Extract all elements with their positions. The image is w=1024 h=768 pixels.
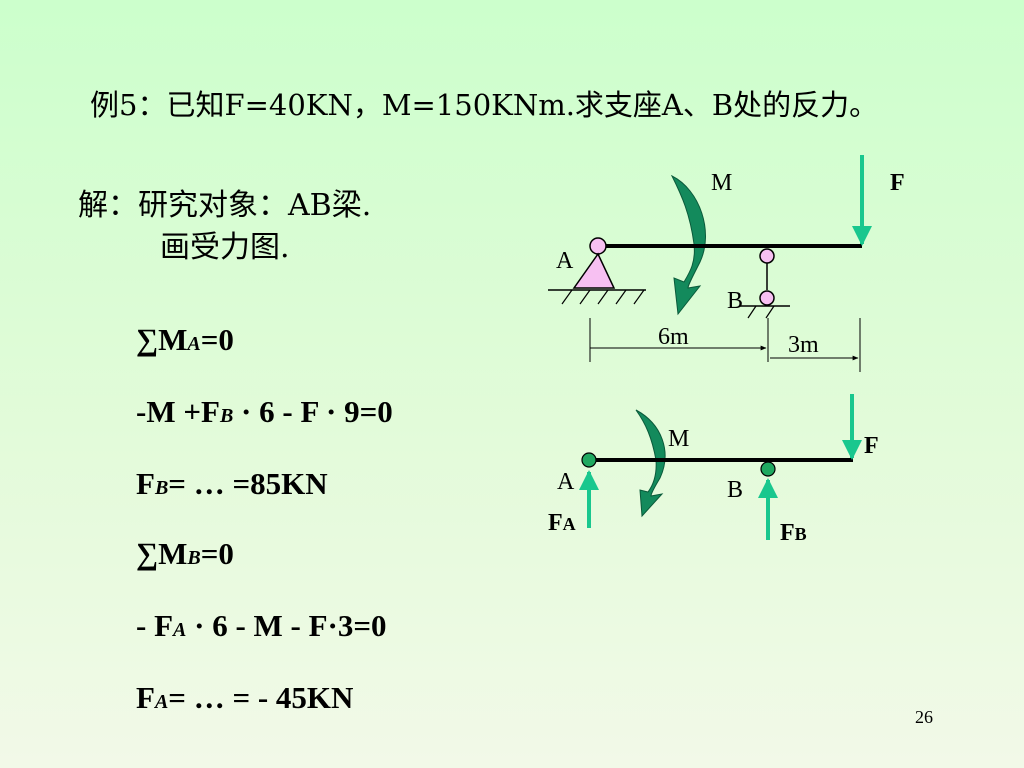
top-diagram: M F A B 6m [548,155,905,372]
equation-6: FA= … = - 45KN [136,680,354,715]
bottom-hinge-A [581,452,597,468]
top-label-F: F [890,170,905,196]
top-moment-arrow [670,174,706,316]
top-hinge-B-lower [759,290,775,306]
equation-5: - FA · 6 - M - F·3=0 [136,608,387,643]
bottom-label-A: A [557,469,575,495]
bottom-label-FA: FA [548,510,576,536]
top-ground-B-hatch [747,305,775,319]
equation-4: ∑MB=0 [136,536,234,571]
solution-line-2: 画受力图. [160,230,290,265]
equation-1: ∑MA=0 [136,322,234,357]
slide-title: 例5：已知F=40KN，M=150KNm.求支座A、B处的反力。 [90,88,879,122]
top-hinge-B-upper [759,248,775,264]
page-number: 26 [915,707,933,727]
top-label-B: B [727,288,743,314]
bottom-label-FB: FB [780,520,807,546]
bottom-diagram: M F A FA B FB [548,394,879,546]
solution-text: 解：研究对象：AB梁. 画受力图. [78,185,371,269]
top-dim-6m: 6m [658,324,689,350]
top-label-A: A [556,248,574,274]
bottom-moment-arrow [635,409,666,518]
top-support-A-triangle [572,252,616,289]
equation-3: FB= … =85KN [136,466,328,501]
top-label-M: M [711,170,732,196]
bottom-label-B: B [727,477,743,503]
top-hinge-A [589,237,607,255]
top-ground-A-hatch [561,289,645,305]
bottom-hinge-B [760,461,776,477]
bottom-label-M: M [668,426,689,452]
equation-2: -M +FB · 6 - F · 9=0 [136,394,393,429]
solution-line-1: 解：研究对象：AB梁. [78,188,372,223]
bottom-label-F: F [864,433,879,459]
top-dim-3m: 3m [788,332,819,358]
